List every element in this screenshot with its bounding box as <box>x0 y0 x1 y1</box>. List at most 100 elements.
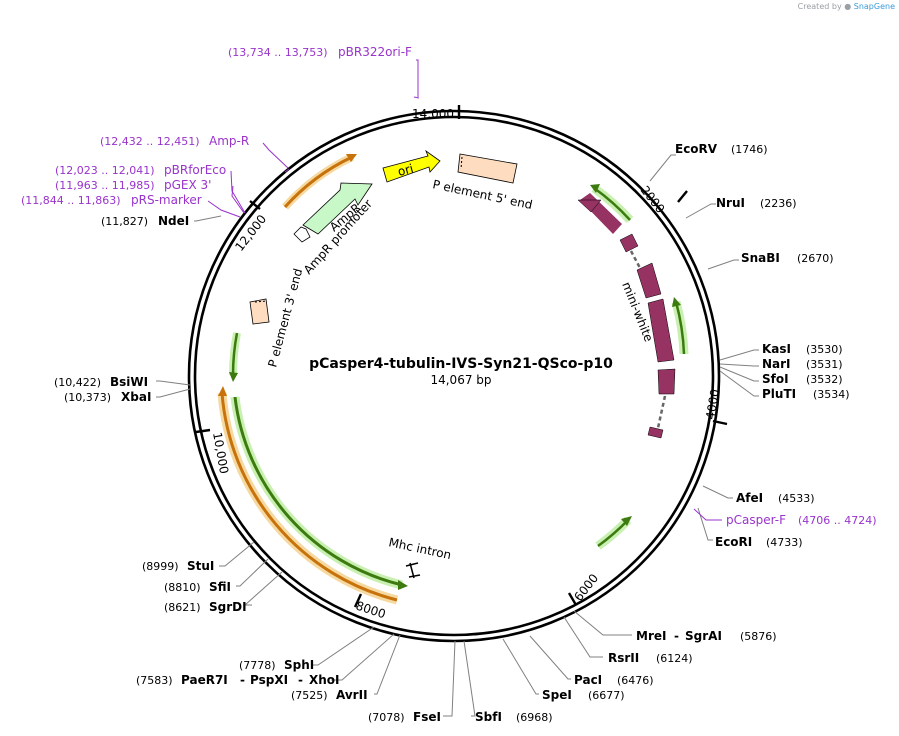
svg-text:pBR322ori-F: pBR322ori-F <box>338 45 412 59</box>
svg-text:(2236): (2236) <box>760 197 797 210</box>
svg-text:BsiWI: BsiWI <box>110 375 148 389</box>
svg-text:(11,844 .. 11,863): (11,844 .. 11,863) <box>21 194 121 207</box>
svg-text:(8621): (8621) <box>164 601 201 614</box>
p5-label: P element 5' end <box>431 177 533 212</box>
svg-text:SphI: SphI <box>284 658 314 672</box>
svg-text:(6968): (6968) <box>516 711 553 724</box>
svg-text:(3532): (3532) <box>806 373 843 386</box>
svg-text:SgrDI: SgrDI <box>209 600 247 614</box>
tick-marks <box>195 105 728 608</box>
svg-text:(6677): (6677) <box>588 689 625 702</box>
svg-text:SbfI: SbfI <box>475 710 502 724</box>
svg-text:(8810): (8810) <box>164 581 201 594</box>
tick-label-14000: 14,000 <box>412 107 454 121</box>
site-afei[interactable]: AfeI (4533) <box>736 491 815 505</box>
svg-text:PaeR7I: PaeR7I <box>181 673 228 687</box>
site-snabi[interactable]: SnaBI (2670) <box>741 251 834 265</box>
svg-text:(10,373): (10,373) <box>64 391 111 404</box>
site-nrui[interactable]: NruI (2236) <box>716 196 797 210</box>
mini-white-introns <box>629 250 667 429</box>
primer-pcasper-f[interactable]: pCasper-F (4706 .. 4724) <box>726 513 877 527</box>
site-sfii[interactable]: (8810) SfiI <box>164 580 231 594</box>
site-spei[interactable]: SpeI (6677) <box>542 688 625 702</box>
feature-green-arrow-bottom-right <box>595 516 632 550</box>
primer-amp-r[interactable]: (12,432 .. 12,451) Amp-R <box>100 134 249 148</box>
site-sbfi[interactable]: SbfI (6968) <box>475 710 553 724</box>
backbone-circle-inner <box>193 115 715 637</box>
site-sfoi[interactable]: SfoI (3532) <box>762 372 843 386</box>
site-paci[interactable]: PacI (6476) <box>574 673 654 687</box>
svg-text:SpeI: SpeI <box>542 688 572 702</box>
site-paer7i-pspxi-xhoi[interactable]: (7583) PaeR7I - PspXI - XhoI <box>136 673 340 687</box>
plasmid-length: 14,067 bp <box>430 373 491 387</box>
svg-text:(12,432 .. 12,451): (12,432 .. 12,451) <box>100 135 200 148</box>
svg-text:SgrAI: SgrAI <box>685 629 722 643</box>
svg-text:SfoI: SfoI <box>762 372 789 386</box>
site-rsrii[interactable]: RsrII (6124) <box>608 651 693 665</box>
svg-text:pBRforEco: pBRforEco <box>164 163 226 177</box>
svg-text:PacI: PacI <box>574 673 602 687</box>
svg-text:(11,827): (11,827) <box>101 215 148 228</box>
primer-pbrforeco[interactable]: (12,023 .. 12,041) pBRforEco <box>55 163 226 177</box>
svg-text:SfiI: SfiI <box>209 580 231 594</box>
svg-text:NruI: NruI <box>716 196 745 210</box>
snapgene-logo-icon: ● <box>844 2 852 11</box>
svg-text:MreI: MreI <box>636 629 666 643</box>
snapgene-credit: Created by ● SnapGene <box>798 2 895 11</box>
svg-text:PspXI: PspXI <box>250 673 288 687</box>
svg-text:NarI: NarI <box>762 357 791 371</box>
feature-p-element-3: P element 3' end <box>249 267 305 369</box>
site-fsei[interactable]: (7078) FseI <box>368 710 441 724</box>
svg-text:(6476): (6476) <box>617 674 654 687</box>
credit-prefix: Created by <box>797 2 842 11</box>
ori-label: ori <box>396 161 415 179</box>
svg-text:(1746): (1746) <box>731 143 768 156</box>
site-nari[interactable]: NarI (3531) <box>762 357 843 371</box>
feature-green-arc-long <box>230 396 408 590</box>
feature-green-arrow-left <box>229 332 241 382</box>
site-sgrdi[interactable]: (8621) SgrDI <box>164 600 247 614</box>
site-sphi[interactable]: (7778) SphI <box>239 658 314 672</box>
svg-text:XhoI: XhoI <box>309 673 340 687</box>
primer-pbr322ori-f[interactable]: (13,734 .. 13,753) pBR322ori-F <box>228 45 412 59</box>
feature-mhc-intron: Mhc intron <box>387 535 453 579</box>
svg-text:-: - <box>674 629 679 643</box>
feature-orange-arrow-top <box>282 153 357 210</box>
site-ndei[interactable]: (11,827) NdeI <box>101 214 189 228</box>
svg-text:(11,963 .. 11,985): (11,963 .. 11,985) <box>55 179 155 192</box>
primer-pgex3[interactable]: (11,963 .. 11,985) pGEX 3' <box>55 178 211 192</box>
svg-text:FseI: FseI <box>413 710 441 724</box>
svg-text:Amp-R: Amp-R <box>209 134 249 148</box>
p3-label: P element 3' end <box>265 267 305 369</box>
primer-leaders <box>207 59 722 521</box>
feature-green-arrow-right-upper <box>590 184 634 224</box>
svg-text:(7525): (7525) <box>291 689 328 702</box>
site-ecorv[interactable]: EcoRV (1746) <box>675 142 768 156</box>
primer-prs-marker[interactable]: (11,844 .. 11,863) pRS-marker <box>21 193 202 207</box>
svg-text:(8999): (8999) <box>142 560 179 573</box>
feature-green-arrow-right-mid <box>671 297 689 355</box>
mhc-intron-label: Mhc intron <box>387 535 452 562</box>
site-mrei-sgrai[interactable]: MreI - SgrAI (5876) <box>636 629 777 643</box>
svg-text:EcoRV: EcoRV <box>675 142 718 156</box>
svg-text:SnaBI: SnaBI <box>741 251 780 265</box>
site-bsiwi[interactable]: (10,422) BsiWI <box>54 375 148 389</box>
site-stui[interactable]: (8999) StuI <box>142 559 214 573</box>
site-kasi[interactable]: KasI (3530) <box>762 342 843 356</box>
site-avrii[interactable]: (7525) AvrII <box>291 688 368 702</box>
site-pluti[interactable]: PluTI (3534) <box>762 387 850 401</box>
svg-text:pCasper-F: pCasper-F <box>726 513 786 527</box>
plasmid-name: pCasper4-tubulin-IVS-Syn21-QSco-p10 <box>309 356 613 372</box>
feature-p-element-5: P element 5' end <box>431 153 534 212</box>
site-ecori[interactable]: EcoRI (4733) <box>715 535 803 549</box>
site-leaders <box>156 154 759 717</box>
svg-text:(4733): (4733) <box>766 536 803 549</box>
svg-text:RsrII: RsrII <box>608 651 639 665</box>
site-xbai[interactable]: (10,373) XbaI <box>64 390 151 404</box>
svg-text:(10,422): (10,422) <box>54 376 101 389</box>
svg-text:(4706 .. 4724): (4706 .. 4724) <box>798 514 877 527</box>
svg-text:(4533): (4533) <box>778 492 815 505</box>
svg-text:pGEX 3': pGEX 3' <box>164 178 211 192</box>
svg-text:(2670): (2670) <box>797 252 834 265</box>
svg-text:(3531): (3531) <box>806 358 843 371</box>
